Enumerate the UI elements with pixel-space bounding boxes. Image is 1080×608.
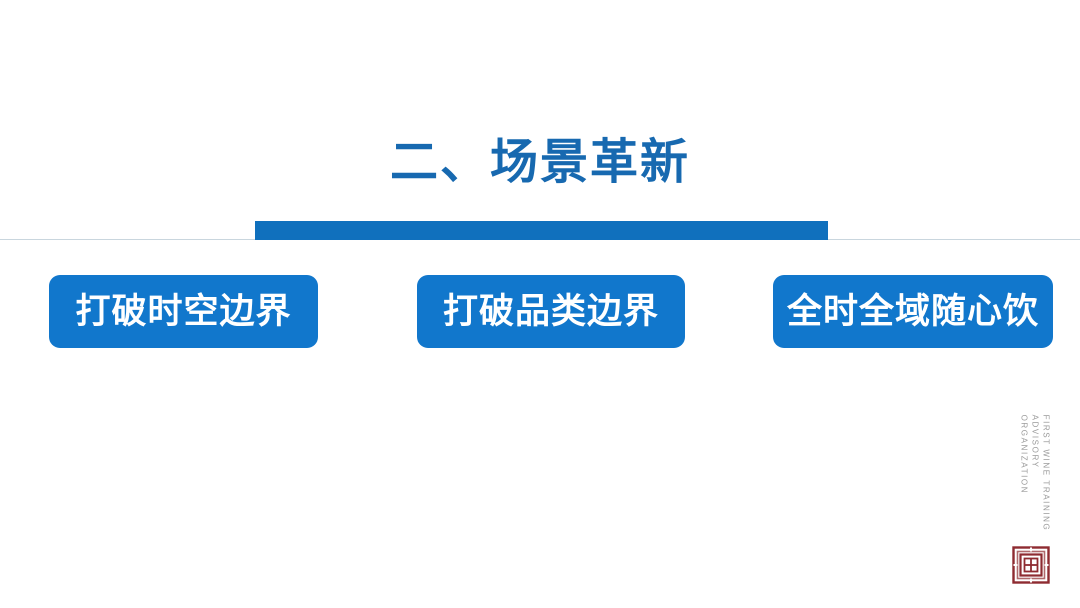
- content-pill-1[interactable]: 打破时空边界: [49, 275, 318, 348]
- slide-title: 二、场景革新: [389, 136, 690, 189]
- title-accent-bar: [255, 221, 828, 240]
- watermark-line-3: ORGANIZATION: [1019, 414, 1029, 495]
- watermark-line-2: ADVISORY: [1030, 414, 1040, 469]
- content-pill-3[interactable]: 全时全域随心饮: [773, 275, 1053, 348]
- square-seal-icon: [1012, 546, 1050, 584]
- watermark-line-1: FIRST WINE TRAINING: [1041, 414, 1051, 532]
- square-seal-logo: [1012, 546, 1050, 584]
- content-pill-1-label: 打破时空边界: [75, 291, 292, 331]
- content-pill-3-label: 全时全域随心饮: [786, 291, 1039, 331]
- watermark: FIRST WINE TRAINING ADVISORY ORGANIZATIO…: [1015, 408, 1055, 538]
- content-pill-2-label: 打破品类边界: [442, 291, 659, 331]
- content-pill-2[interactable]: 打破品类边界: [417, 275, 685, 348]
